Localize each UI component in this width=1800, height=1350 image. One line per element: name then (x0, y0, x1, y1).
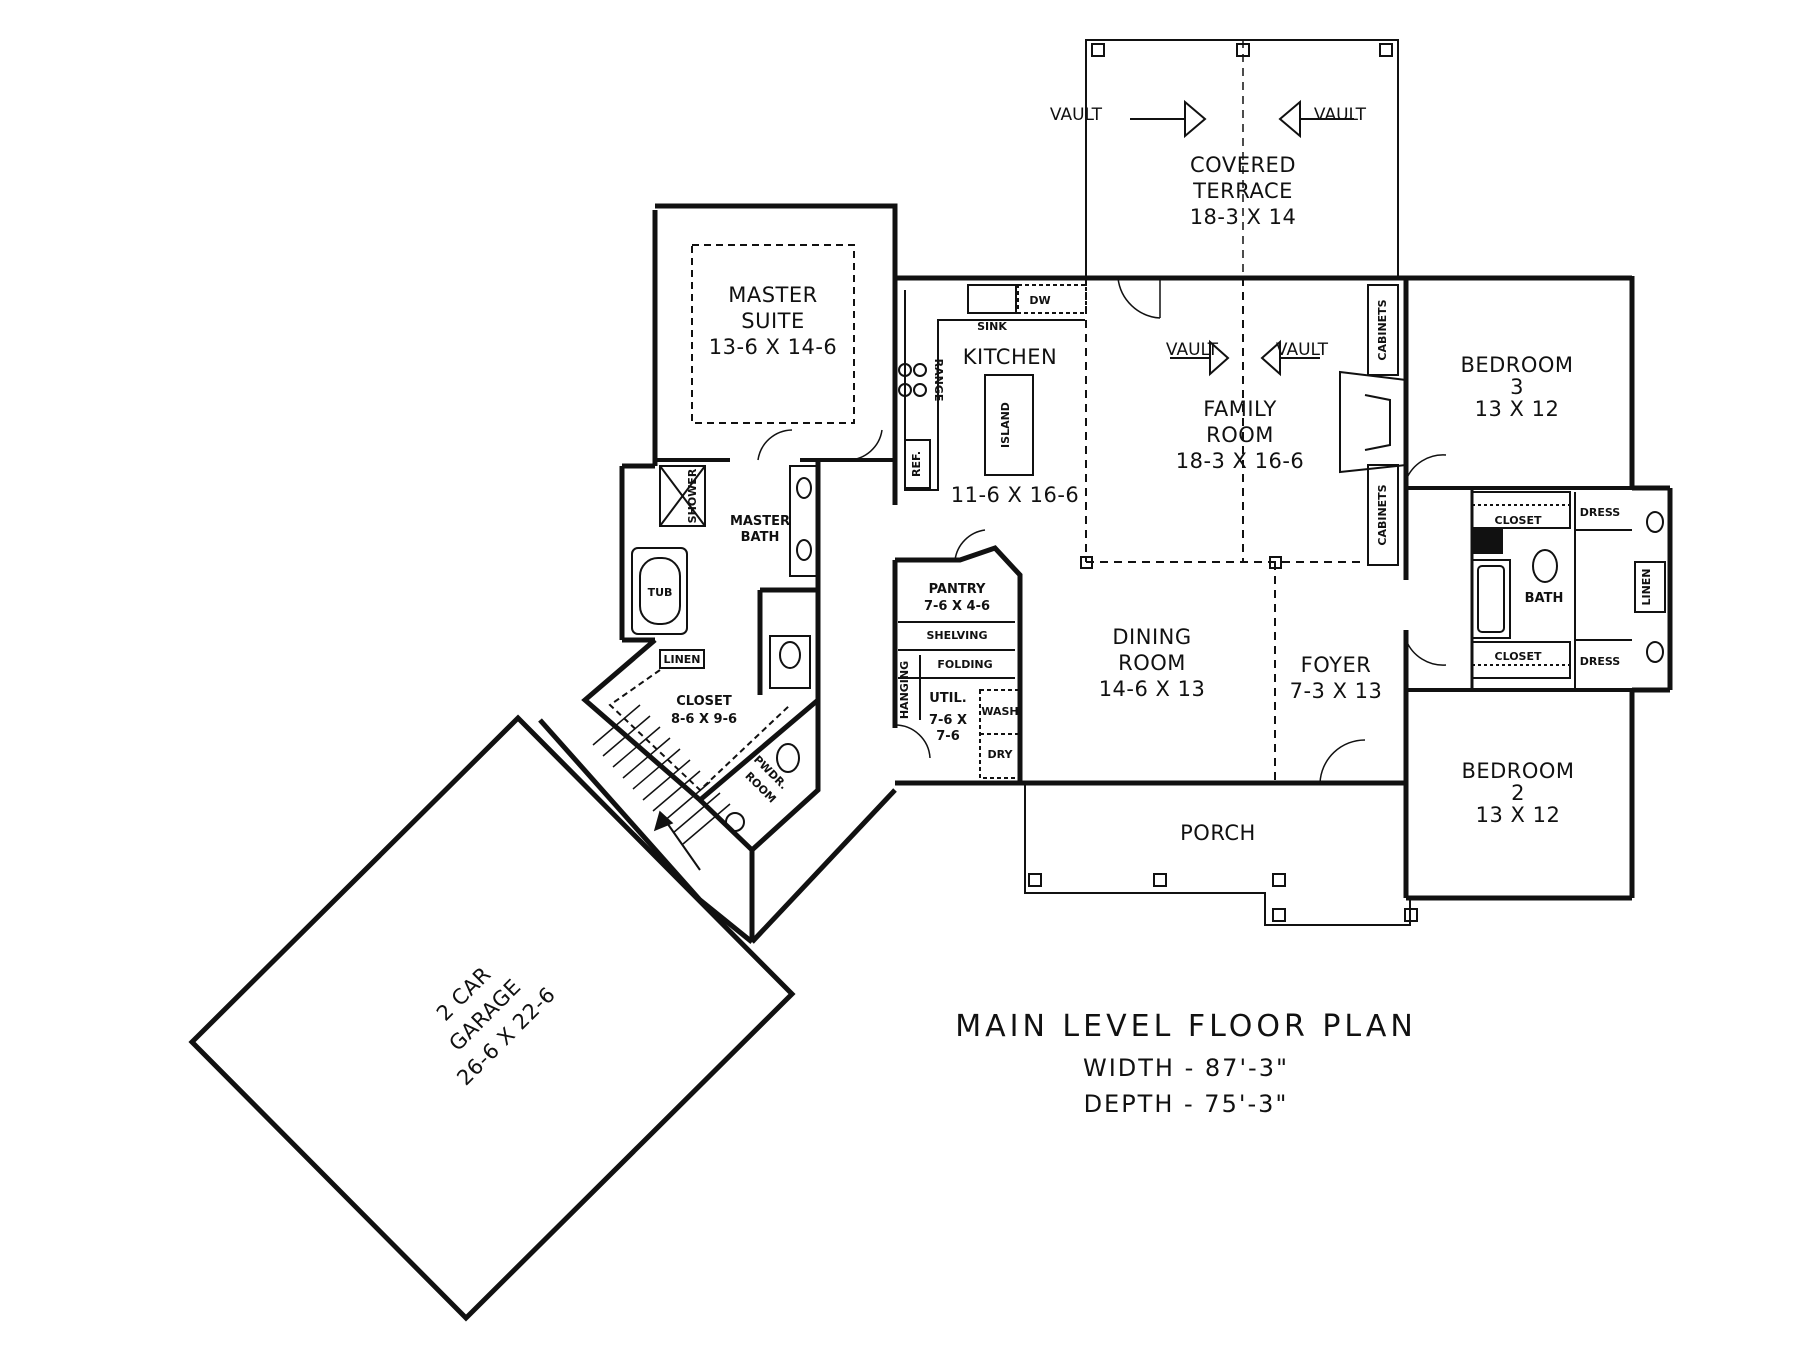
dining-size: 14-6 X 13 (1099, 677, 1206, 701)
plan-info: MAIN LEVEL FLOOR PLAN WIDTH - 87'-3" DEP… (955, 1009, 1417, 1118)
wing-walls (538, 590, 945, 944)
ref-label: REF. (910, 451, 923, 477)
util-size-2: 7-6 (936, 729, 960, 744)
vault-label: VAULT (1166, 340, 1219, 360)
master-suite-size: 13-6 X 14-6 (709, 335, 838, 359)
bedroom-2-size: 13 X 12 (1476, 803, 1561, 827)
cabinets-label: CABINETS (1376, 484, 1389, 545)
plan-width: WIDTH - 87'-3" (1083, 1054, 1289, 1082)
foyer-size: 7-3 X 13 (1290, 679, 1383, 703)
room-labels: VAULT VAULT COVERED TERRACE 18-3 X 14 MA… (432, 105, 1653, 1090)
master-bath-name-1: MASTER (730, 514, 790, 529)
kitchen-size: 11-6 X 16-6 (951, 483, 1080, 507)
stairs (592, 704, 731, 871)
bedroom-3-size: 13 X 12 (1475, 397, 1560, 421)
terrace-size: 18-3 X 14 (1190, 205, 1297, 229)
door-swings (757, 277, 1447, 784)
plan-title: MAIN LEVEL FLOOR PLAN (955, 1009, 1417, 1044)
closet-name: CLOSET (676, 694, 732, 709)
kitchen-name: KITCHEN (963, 345, 1058, 369)
range-label: RANGE (932, 359, 945, 402)
shelving-label: SHELVING (927, 629, 988, 642)
master-suite-name-2: SUITE (741, 309, 805, 333)
cabinets-label: CABINETS (1376, 299, 1389, 360)
foyer-name: FOYER (1301, 653, 1372, 677)
closet-size: 8-6 X 9-6 (671, 712, 737, 727)
bath-name: BATH (1525, 591, 1564, 606)
closet-label: CLOSET (1495, 650, 1542, 663)
bedroom-2-name-1: BEDROOM (1461, 759, 1574, 783)
dress-label: DRESS (1580, 655, 1621, 668)
linen-label: LINEN (663, 653, 700, 666)
vault-label: VAULT (1050, 105, 1103, 125)
dry-label: DRY (988, 748, 1014, 761)
bedroom-2-name-2: 2 (1511, 781, 1525, 805)
hanging-label: HANGING (898, 661, 911, 719)
dress-label: DRESS (1580, 506, 1621, 519)
terrace-name-2: TERRACE (1192, 179, 1293, 203)
porch-name: PORCH (1180, 821, 1256, 845)
plan-depth: DEPTH - 75'-3" (1084, 1090, 1289, 1118)
shower-label: SHOWER (686, 468, 699, 523)
interior-walls (608, 244, 1666, 832)
dining-name-2: ROOM (1118, 651, 1186, 675)
util-name: UTIL. (929, 691, 966, 706)
tub-label: TUB (648, 586, 673, 599)
bedroom-3-name-2: 3 (1510, 375, 1524, 399)
master-bath-name-2: BATH (741, 530, 780, 545)
family-room-name-2: ROOM (1206, 423, 1274, 447)
family-room-size: 18-3 X 16-6 (1176, 449, 1305, 473)
island-label: ISLAND (999, 402, 1012, 448)
main-walls (619, 203, 1673, 901)
porch (1024, 783, 1418, 926)
terrace-name-1: COVERED (1190, 153, 1296, 177)
vault-label: VAULT (1314, 105, 1367, 125)
pantry-name: PANTRY (929, 582, 986, 597)
family-room-name-1: FAMILY (1203, 397, 1277, 421)
master-suite-name-1: MASTER (728, 283, 818, 307)
pantry-size: 7-6 X 4-6 (924, 599, 990, 614)
sink-label: SINK (977, 320, 1007, 333)
dw-label: DW (1029, 294, 1050, 307)
folding-label: FOLDING (937, 658, 992, 671)
util-size-1: 7-6 X (929, 713, 967, 728)
garage-walls (188, 714, 796, 1322)
wash-label: WASH (981, 705, 1018, 718)
closet-label: CLOSET (1495, 514, 1542, 527)
bedroom-3-name-1: BEDROOM (1460, 353, 1573, 377)
vault-label: VAULT (1276, 340, 1329, 360)
linen-label: LINEN (1640, 568, 1653, 605)
dining-name-1: DINING (1112, 625, 1191, 649)
